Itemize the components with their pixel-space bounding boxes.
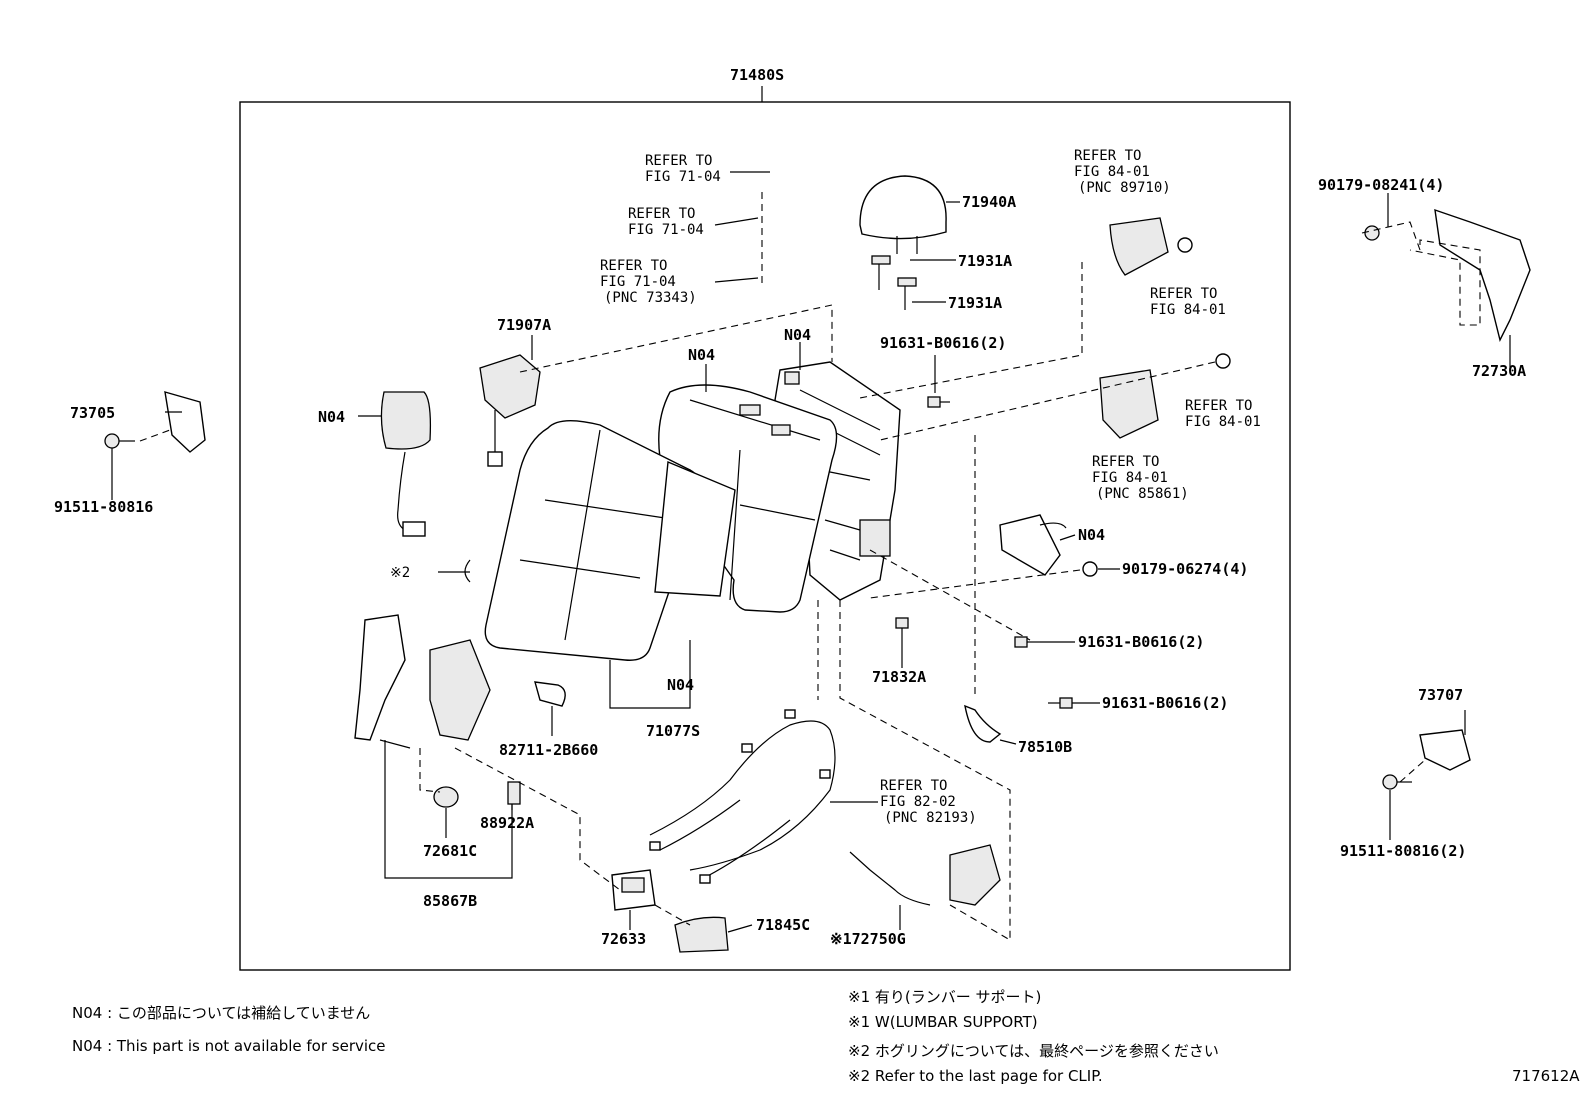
figure-code: 717612A	[1512, 1067, 1580, 1085]
label-71931a-1[interactable]: 71931A	[958, 252, 1012, 270]
label-85867b[interactable]: 85867B	[423, 892, 477, 910]
label-71907a[interactable]: 71907A	[497, 316, 551, 334]
label-82711-2b660[interactable]: 82711-2B660	[499, 741, 598, 759]
label-91631-b0616-a[interactable]: 91631-B0616(2)	[880, 334, 1006, 352]
label-n04-bracket[interactable]: N04	[1078, 526, 1105, 544]
bolt-91631-b0616-a[interactable]	[927, 396, 950, 408]
bracket-72730a[interactable]	[1434, 208, 1531, 343]
nut-90179-08241[interactable]	[1364, 225, 1380, 241]
ref-fig-84-01-a-line1[interactable]: REFER TO	[1074, 148, 1141, 164]
ref-fig-84-01-b-line1[interactable]: REFER TO	[1150, 286, 1217, 302]
label-91631-b0616-c[interactable]: 91631-B0616(2)	[1102, 694, 1228, 712]
ref-fig-71-04-c-line2[interactable]: FIG 71-04	[600, 274, 676, 290]
seatback-pad[interactable]	[658, 384, 838, 613]
ref-fig-84-01-c-line2[interactable]: FIG 84-01	[1185, 414, 1261, 430]
ref-fig-71-04-c-line1[interactable]: REFER TO	[600, 258, 667, 274]
headrest-support-1[interactable]	[871, 255, 891, 290]
label-73705[interactable]: 73705	[70, 404, 115, 422]
assembly-dashed-lines	[139, 192, 1481, 941]
headrest-support-2[interactable]	[897, 277, 917, 310]
ref-fig-84-01-a-line3[interactable]: (PNC 89710)	[1078, 180, 1171, 196]
bolt-91511-80816-left[interactable]	[104, 433, 135, 449]
knob-71845c[interactable]	[674, 916, 729, 953]
leader-lines	[111, 171, 1511, 933]
ref-fig-71-04-c-line3[interactable]: (PNC 73343)	[604, 290, 697, 306]
ref-fig-84-01-d-line1[interactable]: REFER TO	[1092, 454, 1159, 470]
bolt-91631-b0616-c[interactable]	[1048, 697, 1073, 709]
label-78510b[interactable]: 78510B	[1018, 738, 1072, 756]
cover-73707[interactable]	[1419, 729, 1471, 771]
ref-fig-82-02-line3[interactable]: (PNC 82193)	[884, 810, 977, 826]
label-71832a[interactable]: 71832A	[872, 668, 926, 686]
ref-fig-82-02-line1[interactable]: REFER TO	[880, 778, 947, 794]
bolt-71832a[interactable]	[895, 617, 909, 640]
ref-fig-84-01-d-line2[interactable]: FIG 84-01	[1092, 470, 1168, 486]
ref-fig-84-01-b-line2[interactable]: FIG 84-01	[1150, 302, 1226, 318]
label-90179-06274[interactable]: 90179-06274(4)	[1122, 560, 1248, 578]
note-clip-en: ※2 Refer to the last page for CLIP.	[848, 1067, 1103, 1085]
label-n04-pad[interactable]: N04	[688, 346, 715, 364]
label-90179-08241[interactable]: 90179-08241(4)	[1318, 176, 1444, 194]
ref-fig-82-02-line2[interactable]: FIG 82-02	[880, 794, 956, 810]
ref-fig-84-01-d-line3[interactable]: (PNC 85861)	[1096, 486, 1189, 502]
bolt-91631-b0616-b[interactable]	[1014, 636, 1040, 648]
lumbar-motor-72750g[interactable]	[849, 844, 1001, 906]
note-clip-jp: ※2 ホグリングについては、最終ページを参照ください	[848, 1042, 1219, 1060]
label-72750g[interactable]: ※172750G	[830, 930, 906, 948]
label-88922a[interactable]: 88922A	[480, 814, 534, 832]
label-n04-airbag[interactable]: N04	[318, 408, 345, 426]
seatback-cover[interactable]	[484, 420, 702, 661]
nut-90179-06274[interactable]	[1082, 561, 1098, 577]
grommet-72681c[interactable]	[433, 786, 459, 808]
note-lumbar-jp: ※1 有り(ランバー サポート)	[848, 988, 1042, 1006]
lumbar-pad[interactable]	[654, 460, 736, 597]
wire-harness[interactable]	[649, 709, 836, 884]
label-n04-frame[interactable]: N04	[784, 326, 811, 344]
note-lumbar-en: ※1 W(LUMBAR SUPPORT)	[848, 1013, 1038, 1031]
label-71845c[interactable]: 71845C	[756, 916, 810, 934]
label-72681c[interactable]: 72681C	[423, 842, 477, 860]
assembly-frame	[239, 101, 1291, 971]
label-91511-80816-right[interactable]: 91511-80816(2)	[1340, 842, 1466, 860]
label-71077s[interactable]: 71077S	[646, 722, 700, 740]
bracket-n04-right[interactable]	[999, 514, 1067, 576]
label-91631-b0616-b[interactable]: 91631-B0616(2)	[1078, 633, 1204, 651]
note-n04-en: N04 : This part is not available for ser…	[72, 1037, 386, 1055]
ref-fig-71-04-a-line2[interactable]: FIG 71-04	[645, 169, 721, 185]
ecu-85861[interactable]	[1099, 353, 1231, 439]
headrest[interactable]	[859, 175, 947, 254]
ecu-89710[interactable]	[1109, 217, 1193, 276]
assembly-label[interactable]: 71480S	[730, 66, 784, 84]
clip-82711[interactable]	[534, 681, 566, 707]
label-72730a[interactable]: 72730A	[1472, 362, 1526, 380]
ref-fig-84-01-a-line2[interactable]: FIG 84-01	[1074, 164, 1150, 180]
side-airbag-module[interactable]	[380, 391, 432, 537]
clip-88922a[interactable]	[507, 781, 521, 805]
label-n04-lumbar[interactable]: N04	[667, 676, 694, 694]
label-73707[interactable]: 73707	[1418, 686, 1463, 704]
label-clip-mark[interactable]: ※2	[390, 565, 410, 581]
label-71940a[interactable]: 71940A	[962, 193, 1016, 211]
recliner-assembly[interactable]	[354, 614, 491, 749]
cover-73705[interactable]	[164, 391, 206, 453]
ref-fig-71-04-b-line1[interactable]: REFER TO	[628, 206, 695, 222]
bolt-91511-80816-right[interactable]	[1382, 774, 1412, 790]
label-91511-80816-left[interactable]: 91511-80816	[54, 498, 153, 516]
button-72633[interactable]	[611, 869, 656, 911]
ref-fig-71-04-a-line1[interactable]: REFER TO	[645, 153, 712, 169]
label-71931a-2[interactable]: 71931A	[948, 294, 1002, 312]
note-n04-jp: N04 : この部品については補給していません	[72, 1004, 371, 1022]
clip-mark-hook	[464, 559, 471, 583]
bracket-78510b[interactable]	[964, 704, 1002, 743]
ref-fig-71-04-b-line2[interactable]: FIG 71-04	[628, 222, 704, 238]
label-72633[interactable]: 72633	[601, 930, 646, 948]
ref-fig-84-01-c-line1[interactable]: REFER TO	[1185, 398, 1252, 414]
